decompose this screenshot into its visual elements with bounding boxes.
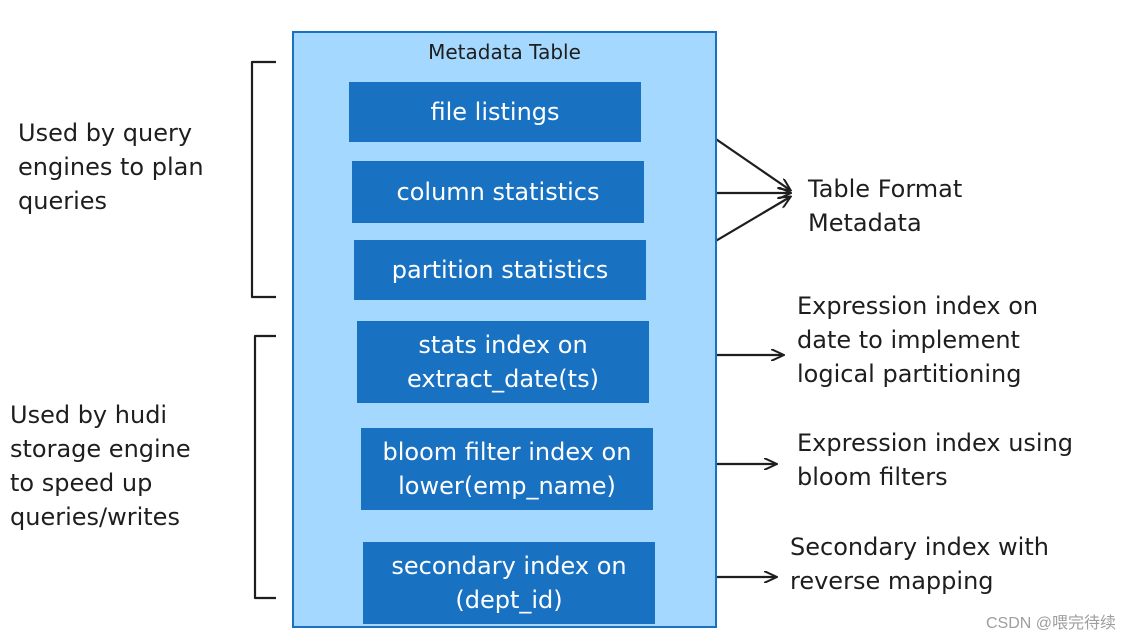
note-query-engines: Used by query engines to plan queries	[18, 119, 204, 215]
csdn-watermark: CSDN @喂完待续	[985, 615, 1116, 632]
secondary-index-box: secondary index on (dept_id)	[363, 542, 655, 624]
note-expression-index-date: Expression index on date to implement lo…	[797, 292, 1039, 388]
note-table-format-metadata: Table Format Metadata	[808, 175, 963, 237]
column-statistics-box: column statistics	[352, 161, 644, 223]
bracket-hudi-storage	[253, 334, 276, 600]
partition-statistics-box: partition statistics	[354, 240, 646, 300]
metadata-table-title: Metadata Table	[428, 40, 581, 64]
stats-index-box: stats index on extract_date(ts)	[357, 321, 649, 403]
bloom-filter-index-box: bloom filter index on lower(emp_name)	[361, 428, 653, 510]
bracket-query-engines	[250, 60, 276, 299]
note-hudi-storage: Used by hudi storage engine to speed up …	[10, 401, 191, 531]
note-secondary-index-reverse: Secondary index with reverse mapping	[790, 533, 1049, 595]
note-expression-index-bloom: Expression index using bloom filters	[797, 429, 1074, 491]
file-listings-box: file listings	[349, 82, 641, 142]
